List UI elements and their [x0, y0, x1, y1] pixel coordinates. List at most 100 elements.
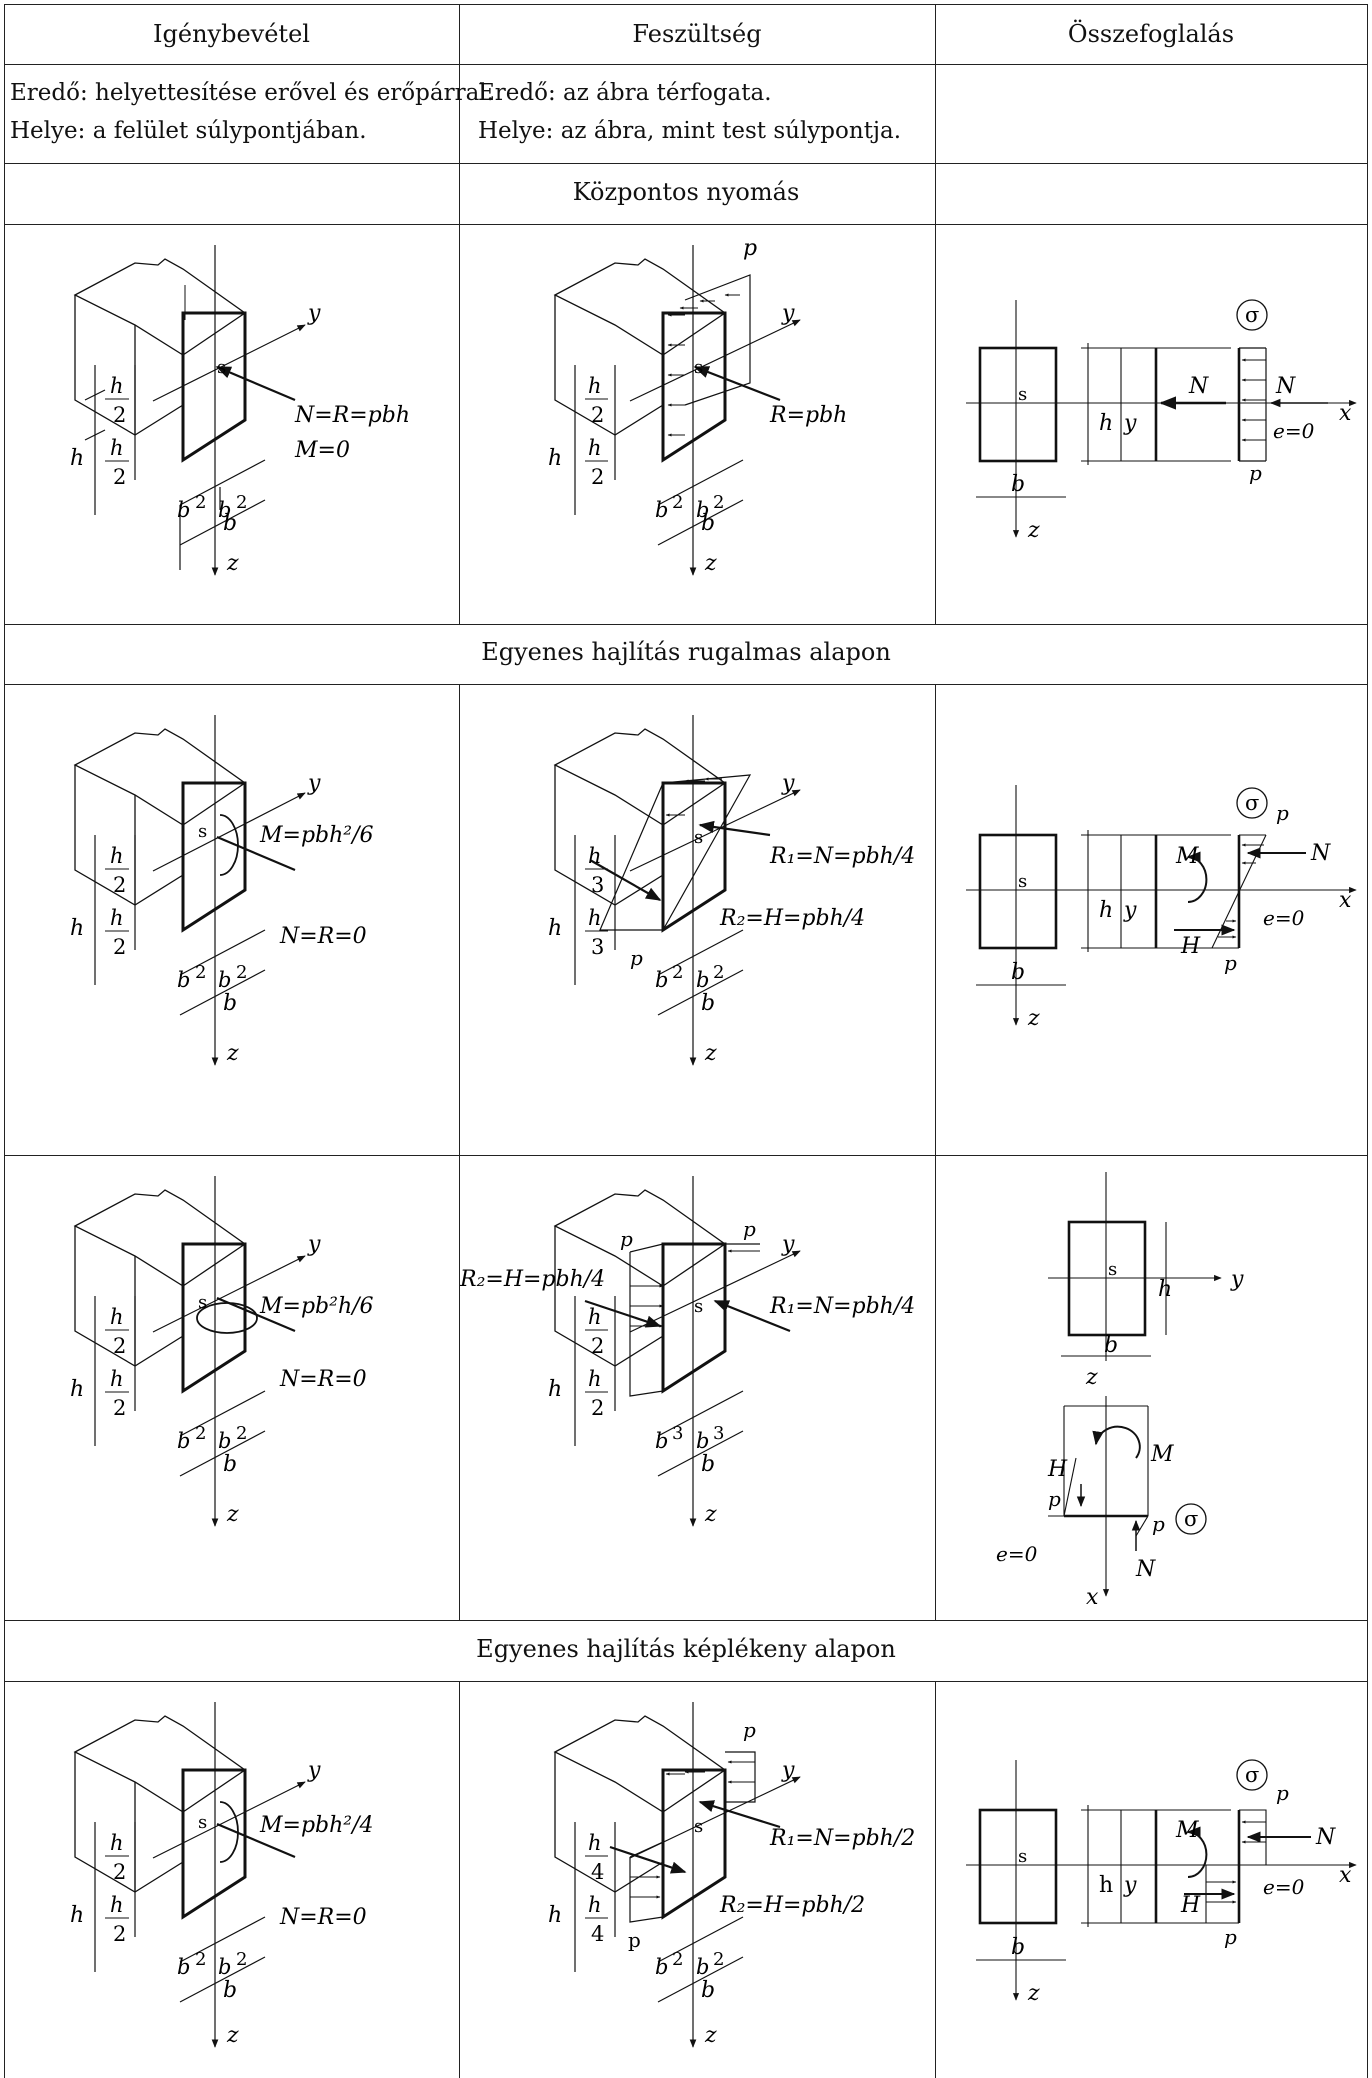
force-n-label: N [1135, 1557, 1156, 1582]
h-label: h [70, 1903, 84, 1928]
h-label: h [588, 1893, 602, 1917]
rule [459, 4, 460, 224]
z-axis-label: z [704, 2023, 717, 2048]
half-label: 2 [672, 962, 683, 983]
b-label: b [655, 968, 668, 992]
z-axis-label: z [1027, 1981, 1040, 2006]
y-axis-label: y [307, 301, 321, 326]
quarter-label: 4 [591, 1860, 604, 1884]
b-label: b [177, 1955, 190, 1979]
p-label: p [1224, 1925, 1237, 1949]
half-label: 2 [713, 1949, 724, 1970]
p-label: p [1276, 801, 1289, 825]
h-label: h [1099, 411, 1113, 436]
half-label: 2 [672, 492, 683, 513]
rule [935, 4, 936, 224]
stress-diagram-1: p y z s R=pbh h 2 h 2 h b 2 b 2 b [460, 225, 935, 624]
b-label: b [701, 991, 715, 1016]
h-label: h [110, 374, 124, 398]
stress-diagram-4: p y z s R₁=N=pbh/2 R₂=H=pbh/2 p h 4 h 4 … [460, 1682, 935, 2078]
y-axis-label: y [1123, 898, 1137, 923]
load-diagram-4: y z s M=pbh²/4 N=R=0 h 2 h 2 h b 2 b 2 b [5, 1682, 459, 2078]
stress-label: R₂=H=pbh/4 [460, 1267, 605, 1292]
half-label: 2 [236, 1949, 247, 1970]
centroid-label: s [1018, 384, 1027, 405]
intro-load-line1: Eredő: helyettesítése erővel és erőpárra… [10, 80, 494, 106]
y-axis-label: y [1123, 411, 1137, 436]
h-label: h [70, 1377, 84, 1402]
third-label: 3 [591, 873, 604, 897]
load-label: M=pbh²/6 [259, 823, 374, 848]
force-n-label: N [1310, 841, 1331, 866]
y-axis-label: y [1123, 1873, 1137, 1898]
b-label: b [1011, 1935, 1025, 1960]
stress-label: R₂=H=pbh/2 [719, 1893, 865, 1918]
load-label: M=pbh²/4 [259, 1813, 374, 1838]
force-h-label: H [1180, 1893, 1201, 1918]
h-label: h [588, 1831, 602, 1855]
stress-label: R₂=H=pbh/4 [719, 906, 865, 931]
quarter-label: 4 [591, 1922, 604, 1946]
z-axis-label: z [704, 1041, 717, 1066]
centroid-label: s [1018, 871, 1027, 892]
b-label: b [701, 1978, 715, 2003]
h-label: h [1099, 1873, 1113, 1898]
y-axis-label: y [781, 1232, 795, 1257]
b-label: b [701, 511, 715, 536]
load-diagram-2: y z s M=pbh²/6 N=R=0 h 2 h 2 h b 2 b 2 b [5, 685, 459, 1155]
y-axis-label: y [1230, 1267, 1244, 1292]
x-axis-label: x [1086, 1585, 1099, 1610]
p-label: p [620, 1227, 633, 1251]
half-label: 2 [591, 1334, 604, 1358]
rule [4, 4, 1368, 5]
centroid-label: s [198, 821, 207, 842]
z-axis-label: z [1027, 1006, 1040, 1031]
rule [4, 684, 1368, 685]
p-label: p [743, 1718, 756, 1742]
h-label: h [110, 436, 124, 460]
load-label: N=R=pbh [294, 403, 410, 428]
h-label: h [548, 446, 562, 471]
y-axis-label: y [781, 1758, 795, 1783]
load-label: N=R=0 [279, 1367, 367, 1392]
force-h-label: H [1180, 934, 1201, 959]
rule [459, 224, 460, 624]
load-label: M=pb²h/6 [259, 1294, 374, 1319]
h-label: h [70, 446, 84, 471]
p-label: p [743, 236, 757, 261]
stress-diagram-3: p p y z s R₂=H=pbh/4 R₁=N=pbh/4 h 2 h 2 … [460, 1156, 935, 1620]
rule [459, 1681, 460, 2078]
intro-stress-line1: Eredő: az ábra térfogata. [478, 80, 772, 106]
b-label: b [1104, 1333, 1118, 1358]
half-label: 2 [113, 873, 126, 897]
b-label: b [696, 498, 709, 522]
b-label: b [1011, 960, 1025, 985]
x-axis-label: x [1339, 888, 1352, 913]
section-title: Egyenes hajlítás képlékeny alapon [476, 1635, 896, 1663]
p-label: p [1152, 1512, 1165, 1536]
b-label: b [701, 1452, 715, 1477]
rule [1367, 4, 1368, 2078]
load-diagram-3: y z s M=pb²h/6 N=R=0 h 2 h 2 h b 2 b 2 b [5, 1156, 459, 1620]
half-label: 2 [113, 1396, 126, 1420]
moment-label: M [1150, 1442, 1174, 1467]
half-label: 2 [236, 962, 247, 983]
h-label: h [588, 374, 602, 398]
y-axis-label: y [307, 1758, 321, 1783]
half-label: 2 [236, 492, 247, 513]
half-label: 2 [195, 492, 206, 513]
centroid-label: s [694, 357, 703, 378]
centroid-label: s [217, 357, 226, 378]
half-label: 2 [195, 962, 206, 983]
h-label: h [588, 1367, 602, 1391]
b-label: b [218, 968, 231, 992]
rule [935, 224, 936, 624]
b-label: b [655, 1429, 668, 1453]
intro-stress-line2: Helye: az ábra, mint test súlypontja. [478, 118, 902, 144]
third-label: 3 [713, 1423, 724, 1444]
h-label: h [110, 906, 124, 930]
stress-label: R₁=N=pbh/4 [769, 1294, 915, 1319]
summary-diagram-2: σ s h y M p N H x e=0 p b z [936, 685, 1367, 1155]
b-label: b [218, 1955, 231, 1979]
eccentricity-label: e=0 [1263, 1875, 1305, 1899]
